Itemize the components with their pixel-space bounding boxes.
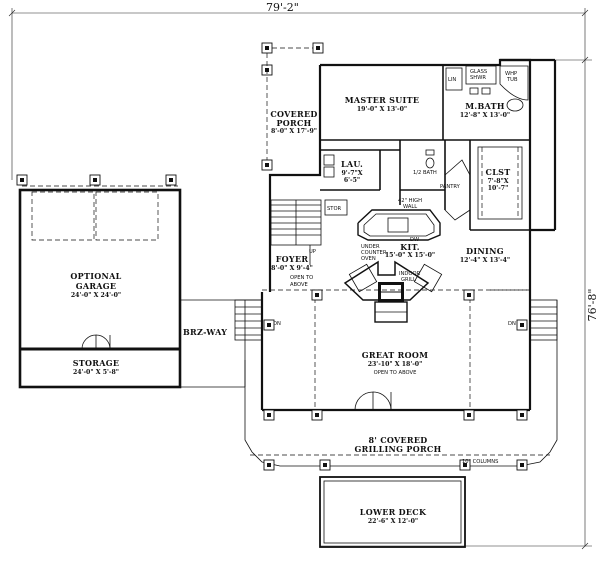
breezeway: BRZ-WAY xyxy=(180,299,262,388)
overall-depth-label: 76'-8" xyxy=(586,289,599,322)
kit-size: 15'-0" X 15'-0" xyxy=(385,252,435,259)
glass-shwr-label-1: GLASS xyxy=(470,69,487,75)
high-wall-label-1: 42" HIGH xyxy=(398,198,422,204)
grilling-porch-label-2: GRILLING PORCH xyxy=(355,444,442,454)
covered-porch-label-1: COVERED xyxy=(270,109,317,119)
foyer-open-2: ABOVE xyxy=(290,282,308,288)
foyer-open-1: OPEN TO xyxy=(290,275,313,281)
kit-label: KIT. xyxy=(400,242,420,252)
clst-label: CLST xyxy=(486,167,511,177)
covered-porch-size: 8'-0" X 17'-9" xyxy=(271,128,317,135)
dining-label: DINING xyxy=(466,246,504,256)
garage-label-2: GARAGE xyxy=(76,281,117,291)
grilling-porch-label-1: 8' COVERED xyxy=(369,435,428,445)
high-wall-label-2: WALL xyxy=(403,204,417,210)
grilling-porch: 8' COVERED GRILLING PORCH 10" COLUMNS xyxy=(244,289,558,471)
half-bath-label: 1/2 BATH xyxy=(413,170,437,176)
clst-size-1: 7'-8"X xyxy=(487,178,508,185)
lower-deck: LOWER DECK 22'-6" X 12'-0" xyxy=(319,476,466,548)
pantry-label: PANTRY xyxy=(440,184,461,190)
lau-label: LAU. xyxy=(341,159,363,169)
clst-size-2: 10'-7" xyxy=(488,185,509,192)
storage-size: 24'-0" X 5'-8" xyxy=(73,369,119,376)
storage-label: STORAGE xyxy=(73,358,120,368)
m-bath-size: 12'-8" X 13'-0" xyxy=(460,112,510,119)
great-room-size: 23'-10" X 18'-0" xyxy=(368,361,423,368)
dn-right-label: DN xyxy=(508,321,516,327)
garage-size: 24'-0" X 24'-0" xyxy=(71,292,121,299)
overall-width-label: 79'-2" xyxy=(266,1,299,14)
lower-deck-size: 22'-6" X 12'-0" xyxy=(368,518,418,525)
dn-left-label: DN xyxy=(273,321,281,327)
indoor-grill-label-1: INDOOR xyxy=(399,271,421,277)
room-labels: COVERED PORCH 8'-0" X 17'-9" MASTER SUIT… xyxy=(270,69,518,376)
master-suite-label: MASTER SUITE xyxy=(345,95,419,105)
staircase xyxy=(270,199,322,265)
lau-size-2: 6'-5" xyxy=(344,177,360,184)
whp-tub-label-1: WHP xyxy=(505,71,517,77)
up-label: UP xyxy=(309,249,316,255)
great-room-note: OPEN TO ABOVE xyxy=(374,370,417,376)
whp-tub-label-2: TUB xyxy=(506,77,518,83)
optional-garage: OPTIONAL GARAGE 24'-0" X 24'-0" STORAGE … xyxy=(16,174,182,389)
side-stairs-right: DN xyxy=(508,299,558,341)
columns-note: 10" COLUMNS xyxy=(462,459,498,465)
lin-label: LIN xyxy=(448,77,456,83)
brz-way-label: BRZ-WAY xyxy=(183,327,227,337)
stor-label: STOR xyxy=(327,206,342,212)
main-house-walls xyxy=(260,42,557,412)
oven-label-2: COUNTER xyxy=(361,250,387,256)
lower-deck-label: LOWER DECK xyxy=(360,507,427,517)
foyer-size: 8'-0" X 9'-4" xyxy=(271,265,313,272)
garage-label-1: OPTIONAL xyxy=(70,271,121,281)
m-bath-label: M.BATH xyxy=(465,101,505,111)
oven-label-3: OVEN xyxy=(361,256,376,262)
overall-depth-dimension: 76'-8" xyxy=(320,56,599,550)
covered-porch-label-2: PORCH xyxy=(276,118,311,128)
master-suite-size: 19'-0" X 13'-0" xyxy=(357,106,407,113)
foyer-label: FOYER xyxy=(276,254,309,264)
side-stairs-left: DN xyxy=(234,299,281,341)
oven-label-1: UNDER xyxy=(361,244,380,250)
lau-size-1: 9'-7"X xyxy=(341,170,362,177)
overall-width-dimension: 79'-2" xyxy=(8,1,589,180)
glass-shwr-label-2: SHWR xyxy=(470,75,486,81)
dining-size: 12'-4" X 13'-4" xyxy=(460,257,510,264)
dw-label: DW xyxy=(410,237,419,243)
kitchen-counters xyxy=(343,209,443,323)
garage-posts xyxy=(16,174,177,186)
great-room-label: GREAT ROOM xyxy=(362,350,429,360)
indoor-grill-label-2: GRILL xyxy=(401,277,416,283)
